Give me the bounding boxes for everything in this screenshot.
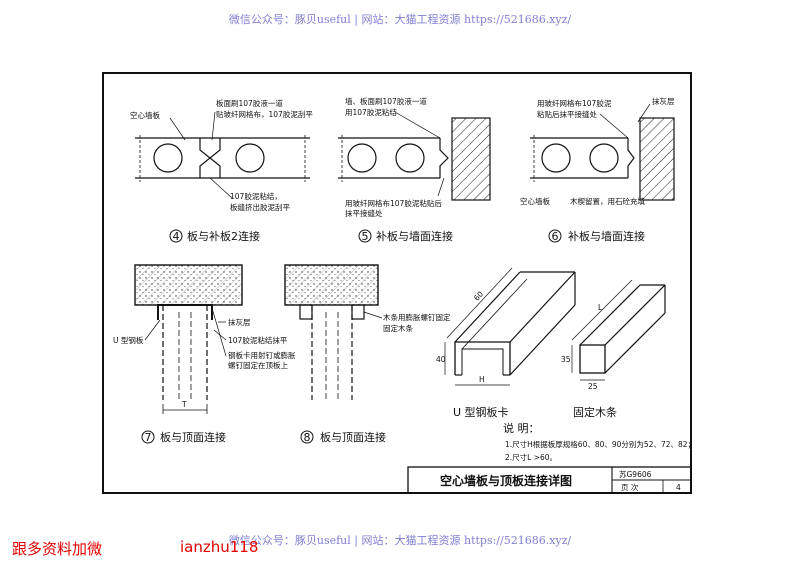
fig8-label-wood-1: 木条用膨胀螺钉固定 [383, 312, 451, 322]
fig4-caption: 板与补板2连接 [187, 229, 260, 243]
ucard-dim-h: H [479, 375, 485, 384]
watermark-top: 微信公众号：豚贝useful | 网站：大猫工程资源 https://52168… [228, 13, 572, 26]
fig6-number: 6 [552, 230, 559, 243]
fig7-label-steel-1: 钢板卡用射钉或膨胀 [228, 350, 296, 360]
fig7-label-plaster: 抹灰层 [228, 317, 251, 327]
ucard-caption: U 型钢板卡 [453, 405, 509, 419]
title-block-page-label: 页 次 [621, 482, 639, 492]
fig5-label-top-2: 用107胶泥粘结 [345, 107, 397, 117]
woodbar-caption: 固定木条 [573, 405, 617, 419]
figure-6: 用玻纤网格布107胶泥 粘贴后抹平接缝处 抹灰层 空心墙板 木楔留置，用石砼充填… [520, 96, 675, 243]
fig4-label-bot-2: 板缝挤出胶泥刮平 [230, 202, 290, 212]
fig7-caption: 板与顶面连接 [160, 430, 226, 444]
fig6-label-wood: 木楔留置，用石砼充填 [570, 196, 645, 206]
fig4-label-hollow: 空心墙板 [130, 110, 160, 120]
watermark-bottom: 微信公众号：豚贝useful | 网站：大猫工程资源 https://52168… [228, 534, 572, 547]
title-block-title: 空心墙板与顶板连接详图 [440, 473, 572, 488]
fig6-label-hollow: 空心墙板 [520, 196, 550, 206]
fig7-number: 7 [145, 431, 152, 444]
contact-id: ianzhu118 [180, 538, 259, 556]
fig5-label-bot-2: 抹平接缝处 [345, 208, 383, 218]
fig4-label-top-2: 贴玻纤网格布，107胶泥刮平 [216, 109, 313, 119]
fig7-dim-t: T [181, 400, 187, 409]
notes-line-1: 1.尺寸H根据板厚规格60、80、90分别为52、72、82； [505, 439, 695, 449]
figure-7: T U 型钢板 抹灰层 107胶泥粘结抹平 钢板卡用射钉或膨胀 螺钉固定在顶板上… [113, 264, 296, 444]
figure-4: 空心墙板 板面刷107胶液一道 贴玻纤网格布，107胶泥刮平 107胶泥粘结， … [130, 98, 313, 243]
fig6-label-plaster: 抹灰层 [652, 96, 675, 106]
title-block: 空心墙板与顶板连接详图 苏G9606 页 次 4 [407, 466, 692, 494]
fig5-label-bot-1: 用玻纤网格布107胶泥粘贴后 [345, 198, 442, 208]
title-block-page-no: 4 [676, 483, 681, 492]
title-block-code: 苏G9606 [619, 469, 652, 479]
contact-text: 跟多资料加微 [12, 540, 103, 558]
fig8-label-wood-2: 固定木条 [383, 323, 413, 333]
ucard-dim-60: 60 [472, 289, 485, 302]
u-steel-card: 60 40 H U 型钢板卡 [436, 267, 576, 419]
fig5-label-top-1: 墙、板面刷107胶液一道 [345, 96, 427, 106]
wood-bar: L 35 25 固定木条 [561, 279, 666, 419]
fig4-label-bot-1: 107胶泥粘结， [230, 191, 282, 201]
notes-title: 说 明： [503, 421, 540, 435]
fig6-label-top-1: 用玻纤网格布107胶泥 [537, 98, 612, 108]
fig4-label-top-1: 板面刷107胶液一道 [216, 98, 283, 108]
figure-8: 木条用膨胀螺钉固定 固定木条 8 板与顶面连接 [284, 264, 451, 444]
woodbar-dim-35: 35 [561, 355, 571, 364]
fig8-caption: 板与顶面连接 [320, 430, 386, 444]
fig8-number: 8 [304, 431, 311, 444]
sheet-frame [102, 72, 692, 494]
fig5-number: 5 [362, 230, 369, 243]
ucard-dim-40: 40 [436, 355, 446, 364]
figure-5: 墙、板面刷107胶液一道 用107胶泥粘结 用玻纤网格布107胶泥粘贴后 抹平接… [338, 96, 491, 243]
fig5-caption: 补板与墙面连接 [376, 229, 453, 243]
fig6-label-top-2: 粘贴后抹平接缝处 [537, 109, 597, 119]
woodbar-dim-l: L [598, 303, 603, 312]
fig7-label-steel-2: 螺钉固定在顶板上 [228, 360, 288, 370]
notes-line-2: 2.尺寸L >60。 [505, 452, 557, 462]
woodbar-dim-25: 25 [588, 382, 598, 391]
fig7-label-u: U 型钢板 [113, 335, 144, 345]
fig6-caption: 补板与墙面连接 [568, 229, 645, 243]
fig4-number: 4 [173, 230, 180, 243]
fig7-label-mortar: 107胶泥粘结抹平 [228, 335, 288, 345]
